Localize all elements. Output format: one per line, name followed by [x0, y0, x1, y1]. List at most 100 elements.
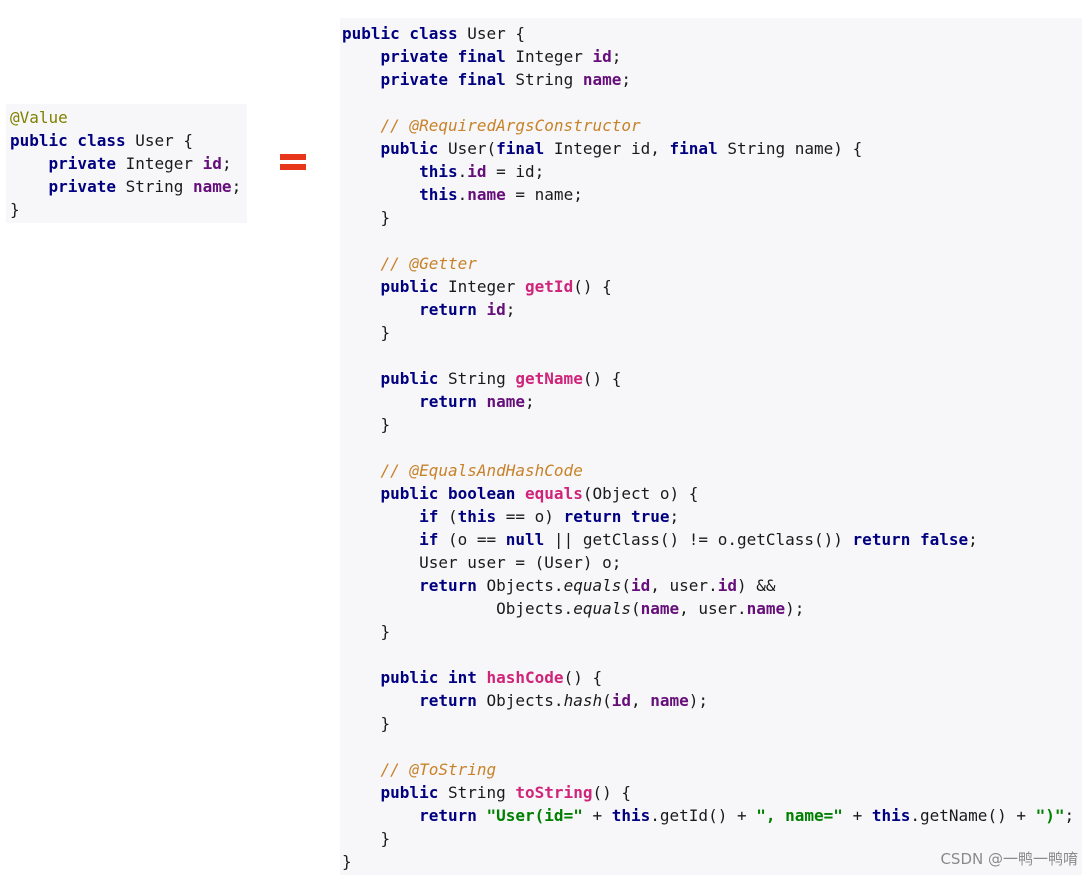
code-token: [342, 70, 381, 89]
code-token: ;: [231, 177, 242, 196]
code-token: , user.: [679, 599, 747, 618]
code-token: if: [419, 507, 439, 526]
code-line: [342, 91, 1074, 114]
code-token: (o ==: [438, 530, 506, 549]
code-line: private final Integer id;: [342, 45, 1074, 68]
code-token: this: [457, 507, 497, 526]
code-token: ,: [631, 691, 651, 710]
code-token: public class: [342, 24, 458, 43]
code-token: name: [486, 392, 526, 411]
code-line: return "User(id=" + this.getId() + ", na…: [342, 804, 1074, 827]
code-line: }: [342, 850, 1074, 873]
code-token: toString: [515, 783, 593, 802]
code-line: this.name = name;: [342, 183, 1074, 206]
code-token: [342, 47, 381, 66]
code-token: ) &&: [736, 576, 776, 595]
code-line: private final String name;: [342, 68, 1074, 91]
code-token: .: [457, 185, 468, 204]
code-token: public: [380, 139, 439, 158]
code-token: ;: [611, 47, 622, 66]
code-token: id: [467, 162, 487, 181]
code-token: Objects.: [342, 599, 574, 618]
code-token: String name) {: [717, 139, 863, 158]
code-token: [342, 507, 419, 526]
code-token: == o): [496, 507, 564, 526]
code-token: .: [457, 162, 468, 181]
code-line: if (this == o) return true;: [342, 505, 1074, 528]
code-line: public class User {: [10, 129, 241, 152]
code-token: (: [438, 507, 458, 526]
code-token: [342, 300, 419, 319]
code-token: [342, 691, 419, 710]
code-token: }: [10, 200, 20, 219]
code-token: equals: [563, 576, 622, 595]
code-token: [342, 139, 381, 158]
code-line: public class User {: [342, 22, 1074, 45]
code-token: [342, 668, 381, 687]
code-token: id: [202, 154, 222, 173]
code-token: ;: [669, 507, 680, 526]
code-token: = id;: [486, 162, 545, 181]
code-token: [342, 254, 381, 273]
code-token: // @RequiredArgsConstructor: [380, 116, 641, 135]
code-token: }: [342, 622, 391, 641]
code-token: // @EqualsAndHashCode: [380, 461, 583, 480]
code-token: }: [342, 415, 391, 434]
code-line: // @EqualsAndHashCode: [342, 459, 1074, 482]
code-token: +: [842, 806, 872, 825]
code-token: ;: [1064, 806, 1075, 825]
code-line: }: [342, 321, 1074, 344]
code-token: [10, 154, 49, 173]
code-token: id: [631, 576, 651, 595]
code-line: public String getName() {: [342, 367, 1074, 390]
code-token: name: [746, 599, 786, 618]
code-token: +: [582, 806, 612, 825]
code-token: User {: [125, 131, 194, 150]
code-token: Integer: [438, 277, 526, 296]
code-token: [477, 300, 487, 319]
code-token: Objects.: [476, 576, 564, 595]
code-token: || getClass() != o.getClass()): [544, 530, 853, 549]
code-token: this: [611, 806, 651, 825]
code-token: this: [419, 162, 458, 181]
code-line: }: [10, 198, 241, 221]
code-token: id: [592, 47, 612, 66]
expanded-code-panel: public class User { private final Intege…: [340, 18, 1082, 875]
code-token: User user = (User) o;: [342, 553, 622, 572]
code-line: }: [342, 827, 1074, 850]
code-token: );: [785, 599, 805, 618]
code-line: return Objects.hash(id, name);: [342, 689, 1074, 712]
code-line: return id;: [342, 298, 1074, 321]
code-token: ;: [505, 300, 516, 319]
code-line: public int hashCode() {: [342, 666, 1074, 689]
code-token: String: [438, 369, 516, 388]
code-token: () {: [573, 277, 612, 296]
code-line: [342, 643, 1074, 666]
code-token: ;: [621, 70, 631, 89]
code-line: [342, 735, 1074, 758]
code-token: final: [669, 139, 718, 158]
code-token: () {: [582, 369, 622, 388]
code-token: "User(id=": [486, 806, 583, 825]
code-token: private final: [380, 47, 506, 66]
code-token: User(: [438, 139, 497, 158]
code-token: name: [193, 177, 232, 196]
code-token: [342, 116, 381, 135]
code-line: // @Getter: [342, 252, 1074, 275]
code-token: }: [342, 323, 391, 342]
code-token: );: [688, 691, 709, 710]
code-token: User {: [457, 24, 526, 43]
code-line: // @ToString: [342, 758, 1074, 781]
code-token: [342, 369, 381, 388]
code-line: }: [342, 620, 1074, 643]
code-token: }: [342, 714, 391, 733]
code-token: private: [48, 177, 116, 196]
code-token: hash: [563, 691, 603, 710]
code-line: this.id = id;: [342, 160, 1074, 183]
code-token: // @Getter: [380, 254, 477, 273]
code-token: [342, 760, 381, 779]
code-token: Integer id,: [544, 139, 670, 158]
code-token: }: [342, 852, 352, 871]
code-token: [342, 277, 381, 296]
